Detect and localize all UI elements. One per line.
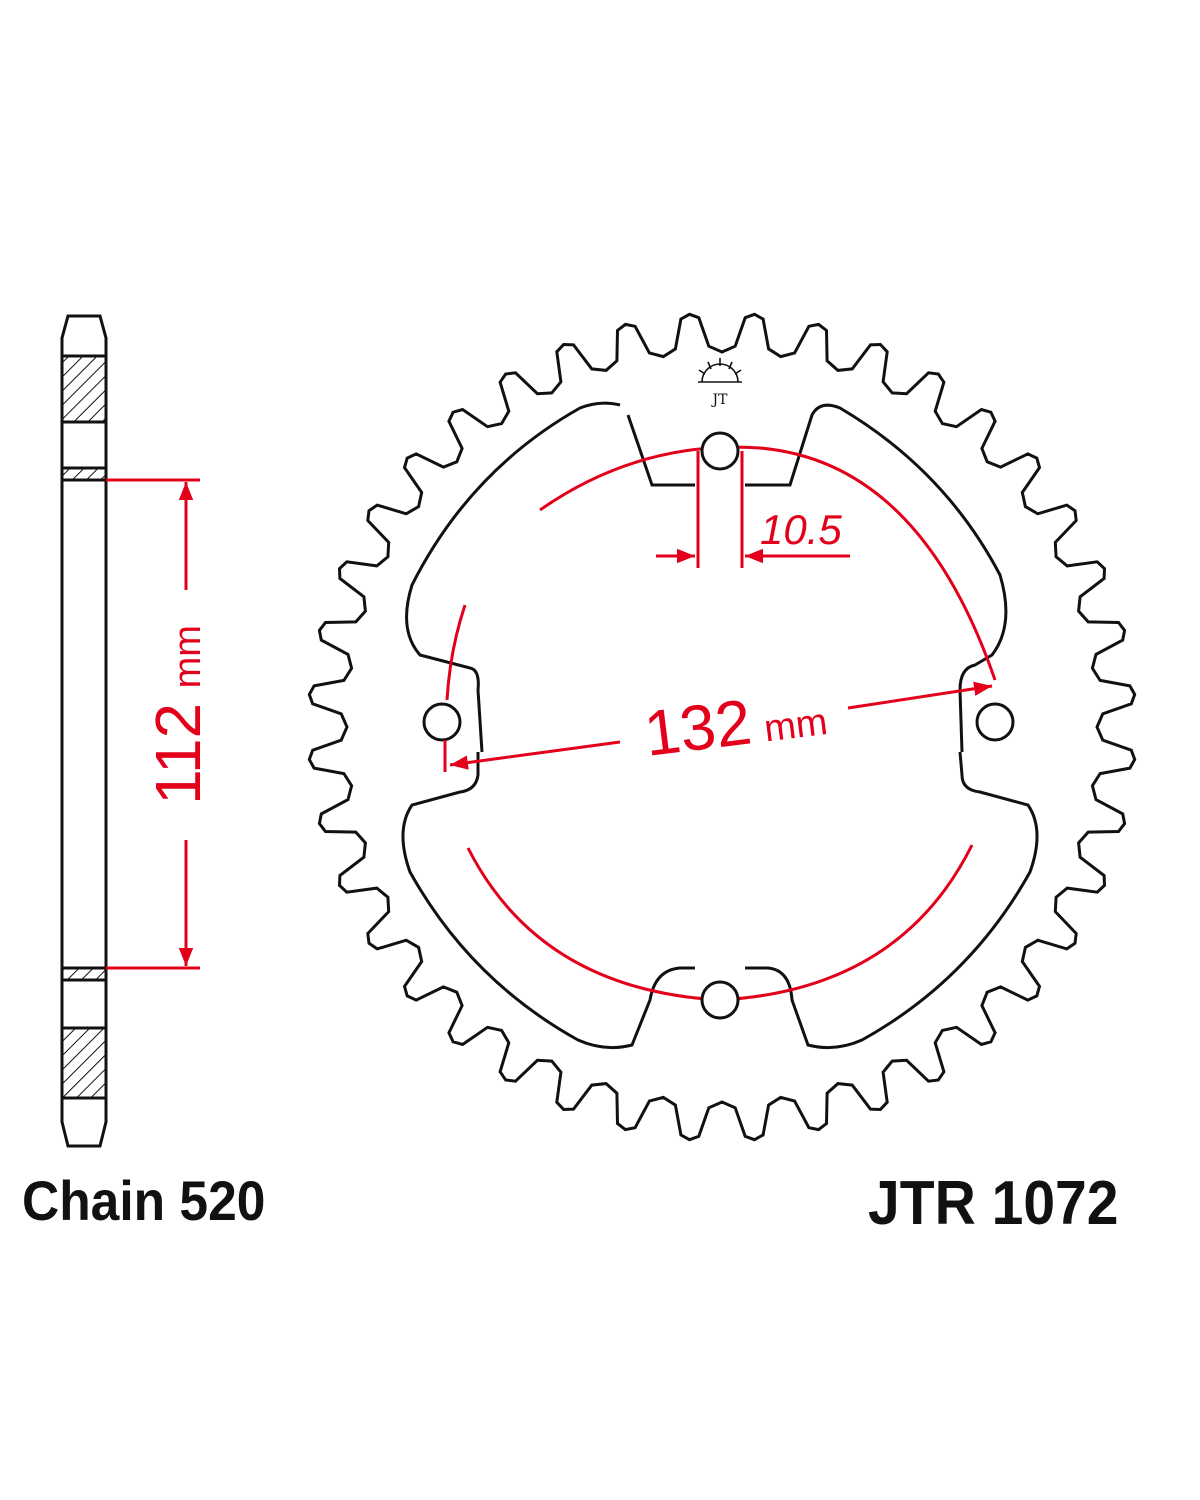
cutout-top-right <box>745 403 1008 691</box>
side-width-label: 112 mm <box>142 625 214 805</box>
side-profile-view <box>60 314 108 1148</box>
sprocket-front-view: JT <box>307 312 1137 1142</box>
chain-size-label: Chain 520 <box>22 1169 266 1232</box>
body-cutouts <box>401 401 1039 1050</box>
bolt-hole-diameter-dimension <box>656 451 850 568</box>
bolt-circle-label: 132 mm <box>640 676 830 770</box>
hatched-hub-bottom <box>60 966 108 982</box>
side-width-dimension <box>106 478 200 970</box>
svg-text:JT: JT <box>711 392 729 408</box>
hatched-top-section <box>60 354 108 424</box>
bolt-hole-right <box>975 702 1015 742</box>
bolt-hole-bottom <box>700 980 740 1020</box>
cutout-bottom-right <box>745 751 1039 1050</box>
part-number-label: JTR 1072 <box>868 1169 1119 1238</box>
bolt-hole-top <box>700 431 740 471</box>
jt-logo-icon: JT <box>698 358 742 408</box>
sprocket-teeth-outline <box>307 312 1137 1142</box>
bolt-circle-dimension <box>443 681 993 772</box>
bolt-hole-left <box>422 702 462 742</box>
bolt-hole-diameter-label: 10.5 <box>760 506 842 553</box>
cutout-bottom-left <box>401 752 695 1050</box>
bolt-holes <box>422 431 1015 1020</box>
cutout-top-left <box>405 401 695 691</box>
hatched-bottom-section <box>60 1026 108 1100</box>
side-profile-outline <box>60 314 108 1148</box>
hatched-hub-top <box>60 466 108 482</box>
